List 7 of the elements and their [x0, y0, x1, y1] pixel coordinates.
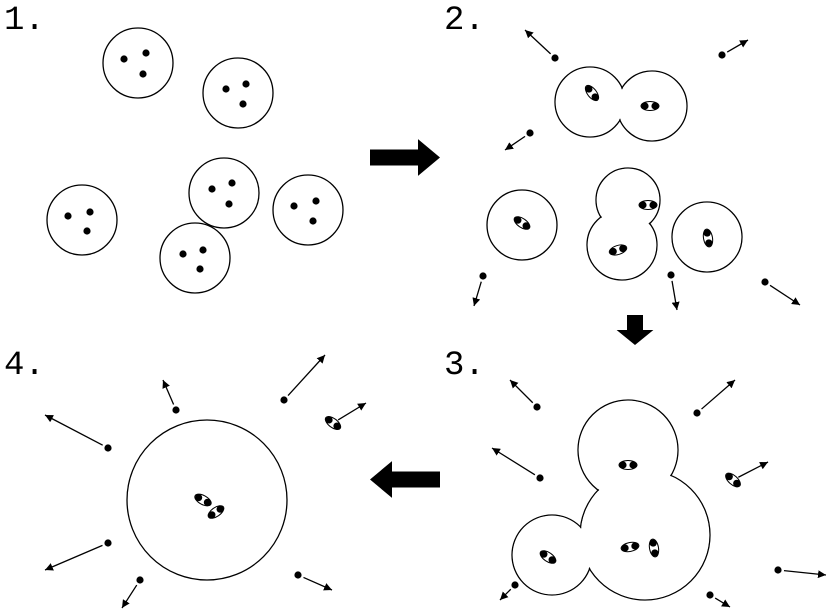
stage-number: 4.	[4, 347, 45, 385]
block-arrow	[370, 139, 440, 176]
stage-number: 1.	[4, 2, 45, 40]
block-arrow	[616, 315, 654, 345]
block-arrow	[370, 461, 440, 498]
stage-number: 2.	[444, 2, 485, 40]
stage-number: 3.	[444, 347, 485, 385]
